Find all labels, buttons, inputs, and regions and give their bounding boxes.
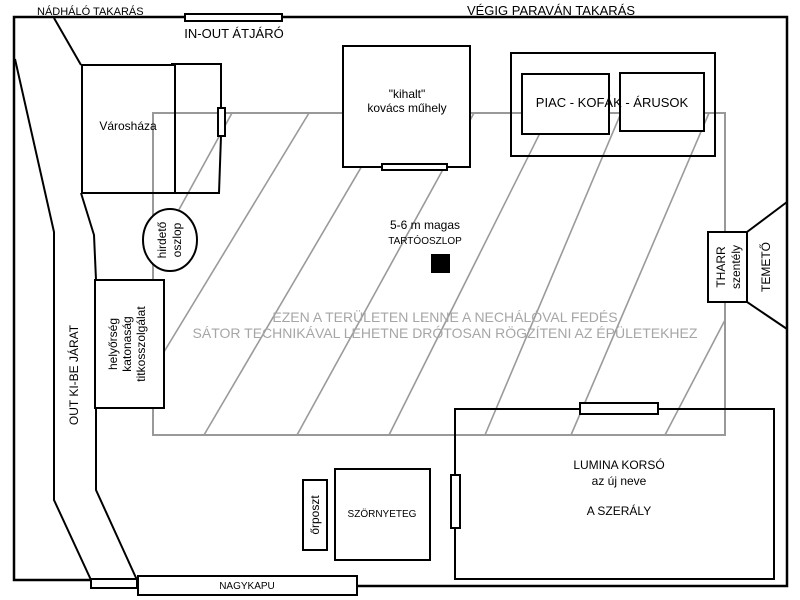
lumina-tavern-door-top[interactable] (579, 402, 659, 415)
smithy-label-line2: kovács műhely (367, 101, 446, 115)
smithy-label-line1: "kihalt" (389, 87, 426, 101)
garrison-label-line1: helyőrség (106, 318, 120, 370)
support-pillar-label-line2: TARTÓOSZLOP (388, 234, 462, 247)
net-area-note-line1: EZEN A TERÜLETEN LENNE A NECHÁLÓVAL FEDÉ… (272, 308, 617, 325)
smithy[interactable] (342, 45, 471, 168)
in-out-passage[interactable] (184, 13, 283, 22)
garrison[interactable] (94, 279, 165, 409)
net-hatch-line (664, 319, 726, 436)
outer-wall (12, 15, 789, 588)
market-label: PIAC - KOFÁK - ÁRUSOK (536, 95, 689, 110)
town-hall-annex-lower (175, 135, 222, 194)
monster-building[interactable] (334, 468, 431, 561)
tharr-shrine[interactable] (707, 231, 748, 303)
nadhalo-screen-line (53, 17, 82, 66)
out-gate[interactable] (90, 578, 138, 589)
town-hall-label: Városháza (99, 119, 157, 133)
reed-screen-label: NÁDHÁLÓ TAKARÁS (37, 5, 144, 18)
net-hatch-line (484, 112, 622, 436)
town-hall[interactable] (81, 64, 176, 194)
market-stall-left[interactable] (521, 73, 610, 135)
garrison-label-line3: titkosszolgálat (134, 306, 148, 382)
net-hatch-line (152, 112, 310, 371)
market-outer (510, 52, 716, 157)
town-hall-annex (171, 63, 222, 108)
smithy-door[interactable] (381, 163, 448, 171)
main-gate-label: NAGYKAPU (219, 581, 275, 592)
lumina-label-line3: A SZERÁLY (587, 503, 651, 518)
net-hatch-line (388, 112, 551, 436)
support-pillar[interactable] (431, 254, 450, 273)
lumina-label-line2: az új neve (592, 474, 647, 488)
garrison-label-line2: katonaság (120, 316, 134, 371)
main-gate[interactable] (137, 575, 358, 596)
guard-post[interactable] (302, 479, 328, 551)
town-hall-door[interactable] (217, 107, 226, 137)
cemetery[interactable] (746, 201, 788, 330)
in-out-passage-label: IN-OUT ÁTJÁRÓ (184, 26, 283, 41)
monster-building-label: SZÖRNYETEG (348, 508, 417, 520)
advertising-pillar-label-line1: hirdető (155, 221, 169, 258)
out-passage-label: OUT KI-BE JÁRAT (66, 324, 81, 425)
support-pillar-label-line1: 5-6 m magas (390, 218, 460, 232)
advertising-pillar[interactable] (142, 208, 198, 272)
lumina-tavern-door-side[interactable] (450, 474, 461, 529)
market-stall-right[interactable] (619, 72, 705, 132)
tharr-shrine-label-line2: szentély (729, 245, 743, 289)
guard-post-label: őrposzt (308, 495, 322, 535)
net-hatch-line (570, 112, 710, 436)
lumina-label-line1: LUMINA KORSÓ (573, 457, 664, 472)
paravan-screen-label: VÉGIG PARAVÁN TAKARÁS (467, 3, 635, 18)
out-path-left-edge (14, 58, 92, 581)
tharr-shrine-label-line1: THARR (714, 246, 728, 288)
cemetery-label: TEMETŐ (758, 242, 773, 292)
advertising-pillar-label-line2: oszlop (170, 222, 184, 257)
net-area-note-line2: SÁTOR TECHNIKÁVAL LEHETNE DRÓTOSAN RÖGZÍ… (193, 324, 698, 341)
